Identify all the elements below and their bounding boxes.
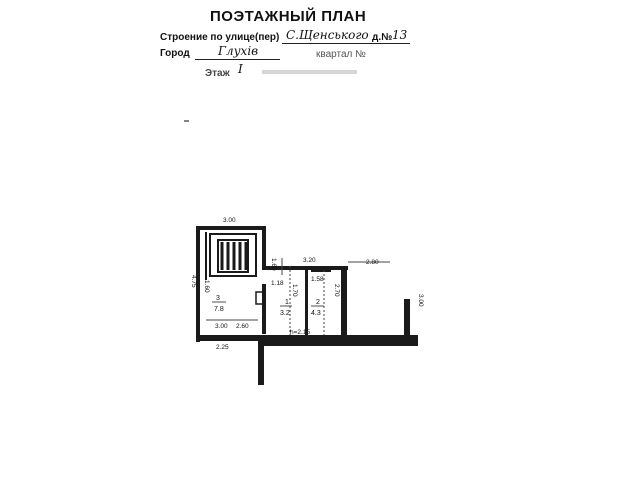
wall-room2-right xyxy=(341,266,347,336)
floor-value: I xyxy=(238,62,243,76)
wall-mid-top xyxy=(262,266,348,270)
wall-left xyxy=(196,226,200,342)
dimension-lines xyxy=(206,258,390,335)
house-value: 13 xyxy=(392,28,408,42)
document-title: ПОЭТАЖНЫЙ ПЛАН xyxy=(210,8,367,25)
door-marker xyxy=(255,291,265,305)
city-underline xyxy=(195,59,280,60)
street-label: Строение по улице(пер) xyxy=(160,32,280,43)
quarter-label: квартал № xyxy=(316,49,366,60)
wall-return-down xyxy=(258,335,264,385)
wall-bottom xyxy=(196,335,418,341)
dim-ceiling: h=2.15 xyxy=(290,329,310,336)
dim-inner-left: 1.60 xyxy=(203,280,210,293)
dim-mid-width: 3.20 xyxy=(303,257,316,264)
dim-corridor-upper: 1.60 xyxy=(270,258,277,271)
stove xyxy=(205,232,257,280)
dim-room2-height: 2.70 xyxy=(333,284,340,297)
room1-number: 1 xyxy=(285,299,289,306)
house-label: д.№ xyxy=(372,32,393,43)
room1-area: 3.2 xyxy=(280,310,290,317)
wall-left-right-upper xyxy=(262,226,266,268)
city-label: Город xyxy=(160,48,190,59)
plan-walls xyxy=(196,226,418,385)
dim-left-height: 4.75 xyxy=(190,275,197,288)
room2-area: 4.3 xyxy=(311,310,321,317)
floor-label: Этаж xyxy=(205,68,230,79)
room2-number: 2 xyxy=(316,299,320,306)
wall-right-pillar xyxy=(404,299,410,337)
wall-partition xyxy=(305,270,308,336)
dim-top-width: 3.00 xyxy=(223,217,236,224)
dim-room2-width: 1.58 xyxy=(311,276,324,283)
dim-room3-height: 2.60 xyxy=(236,323,249,330)
street-underline xyxy=(282,43,410,44)
dim-room3-width: 3.00 xyxy=(215,323,228,330)
wall-top-left xyxy=(196,226,265,230)
dim-room1-width: 1.18 xyxy=(271,280,284,287)
dim-right-width: 2.80 xyxy=(366,259,379,266)
scan-speck xyxy=(184,120,189,122)
dim-room1-height: 1.70 xyxy=(291,284,298,297)
dim-right-height: 3.00 xyxy=(417,294,424,307)
street-value: С.Щенського xyxy=(286,28,369,42)
wall-bottom-inner xyxy=(258,341,418,346)
room3-area: 7.8 xyxy=(214,306,224,313)
room-labels: 3 7.8 1 3.2 2 4.3 xyxy=(212,295,324,317)
scan-smudge xyxy=(262,70,357,74)
wall-left-right-lower xyxy=(262,284,266,334)
room3-number: 3 xyxy=(216,295,220,302)
city-value: Глухів xyxy=(218,44,259,58)
dimension-labels: 3.00 1.60 4.75 1.60 3.20 2.80 1.18 1.70 … xyxy=(190,217,424,351)
window-room2 xyxy=(311,268,331,272)
dim-bottom-left: 2.25 xyxy=(216,344,229,351)
